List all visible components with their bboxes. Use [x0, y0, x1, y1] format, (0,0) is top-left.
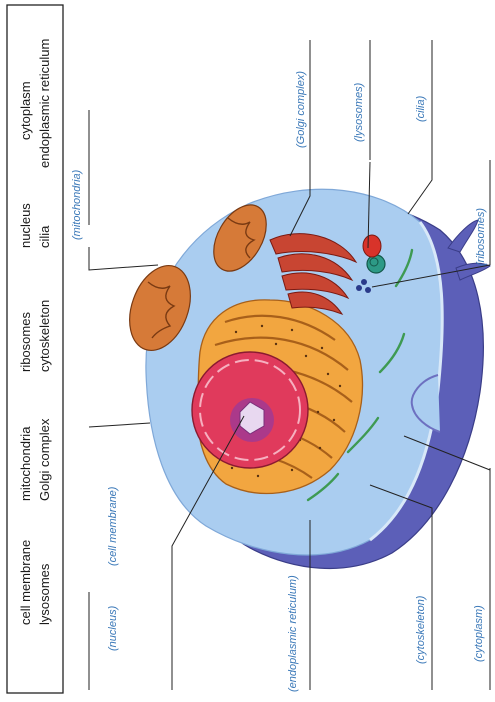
word-bank-term: nucleus — [18, 203, 33, 248]
leader-line — [89, 247, 158, 270]
word-bank-term: cytoskeleton — [37, 300, 52, 372]
vesicle — [363, 235, 381, 257]
label-cytoplasm: (cytoplasm) — [473, 605, 485, 662]
word-bank-term: cell membrane — [18, 540, 33, 625]
label-golgi-complex: (Golgi complex) — [295, 71, 307, 148]
lysosome — [367, 255, 385, 273]
cilia — [448, 220, 478, 252]
word-bank-term: Golgi complex — [37, 418, 52, 501]
word-bank-term: cilia — [37, 225, 52, 248]
label-cilia: (cilia) — [415, 95, 427, 122]
label-lysosomes: (lysosomes) — [353, 82, 365, 142]
cell-illustration — [119, 189, 490, 568]
word-bank-term: lysosomes — [37, 563, 52, 625]
word-bank-term: mitochondria — [18, 426, 33, 501]
label-ribosomes: (ribosomes) — [475, 208, 487, 266]
leader-line — [89, 423, 150, 427]
label-cell-membrane: (cell membrane) — [107, 486, 119, 566]
word-bank-term: cytoplasm — [18, 81, 33, 140]
word-bank-box — [7, 5, 63, 693]
word-bank-term: endoplasmic reticulum — [37, 39, 52, 168]
word-bank: cell membrane lysosomes mitochondria Gol… — [7, 5, 63, 693]
label-cytoskeleton: (cytoskeleton) — [415, 595, 427, 664]
label-nucleus: (nucleus) — [107, 605, 119, 651]
word-bank-term: ribosomes — [18, 312, 33, 372]
label-endoplasmic-reticulum: (endoplasmic reticulum) — [287, 575, 299, 692]
label-mitochondria: (mitochondria) — [71, 169, 83, 240]
leader-line — [408, 150, 432, 214]
